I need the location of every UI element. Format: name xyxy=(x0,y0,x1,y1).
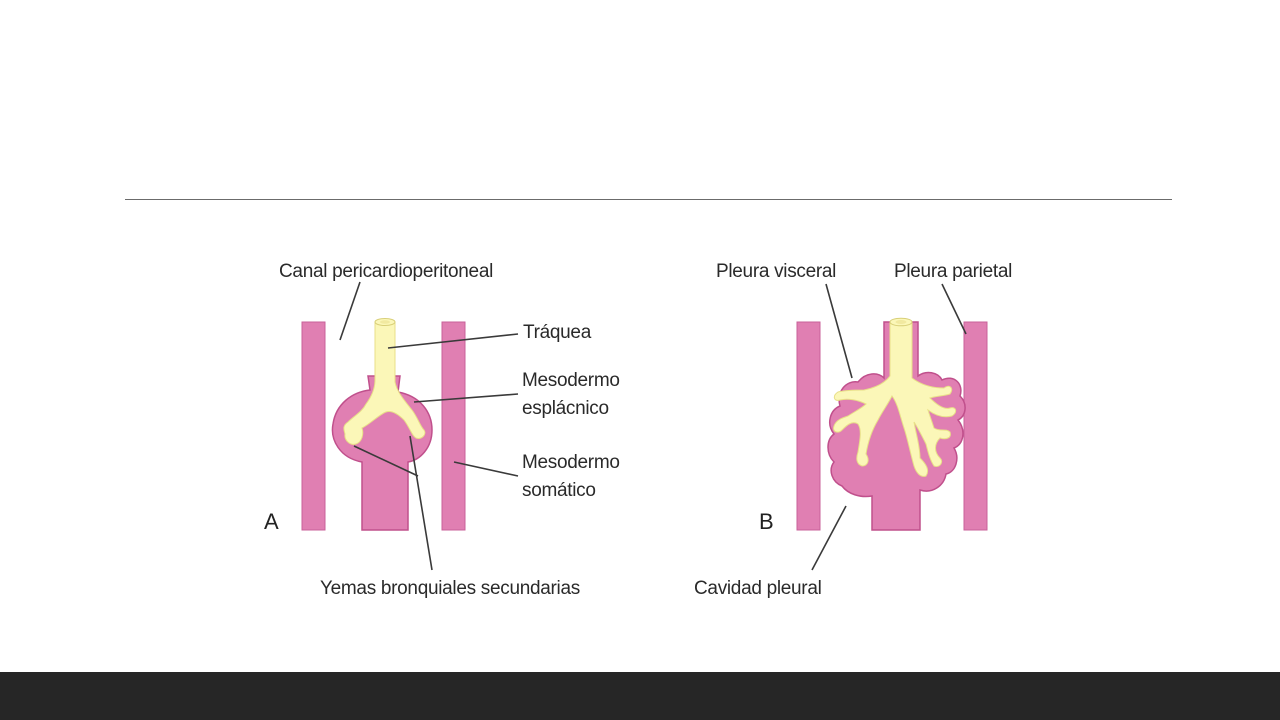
leader-pleura-parietal xyxy=(941,283,967,335)
leader-mesodermo-somatico xyxy=(453,461,519,477)
leader-mesodermo-esplacnico xyxy=(413,393,519,403)
panel-a-right-wall xyxy=(441,321,466,531)
label-cavidad-pleural: Cavidad pleural xyxy=(694,578,822,599)
label-pleura-visceral: Pleura visceral xyxy=(716,261,836,282)
panel-a: Canal pericardioperitoneal Tráquea Mesod… xyxy=(264,261,620,599)
panel-b: Pleura visceral Pleura parietal Cavidad … xyxy=(694,261,1012,599)
leader-yemas-1 xyxy=(409,435,433,571)
panel-b-lung-visceral-pleura xyxy=(827,321,966,531)
panel-a-left-wall xyxy=(301,321,326,531)
label-mesodermo-esplacnico-line2: esplácnico xyxy=(522,398,609,419)
panel-b-bronchial-tree xyxy=(833,321,957,477)
panel-b-left-wall xyxy=(796,321,821,531)
leader-canal xyxy=(339,281,361,341)
leader-yemas-2 xyxy=(353,445,419,477)
label-mesodermo-somatico-line1: Mesodermo xyxy=(522,452,620,473)
title-divider-line xyxy=(125,199,1172,200)
label-traquea: Tráquea xyxy=(523,322,592,343)
footer-bar xyxy=(0,672,1280,720)
label-mesodermo-somatico-line2: somático xyxy=(522,480,596,501)
panel-a-letter: A xyxy=(264,509,279,534)
panel-b-right-wall xyxy=(963,321,988,531)
label-mesodermo-esplacnico-line1: Mesodermo xyxy=(522,370,620,391)
label-pleura-parietal: Pleura parietal xyxy=(894,261,1012,282)
leader-traquea xyxy=(387,333,519,349)
label-yemas-bronquiales: Yemas bronquiales secundarias xyxy=(320,578,580,599)
leader-pleura-visceral xyxy=(825,283,853,379)
lung-development-diagram: Canal pericardioperitoneal Tráquea Mesod… xyxy=(264,261,1012,599)
panel-b-letter: B xyxy=(759,509,774,534)
panel-a-trachea xyxy=(343,321,426,445)
leader-cavidad-pleural xyxy=(811,505,847,571)
label-canal-pericardioperitoneal: Canal pericardioperitoneal xyxy=(279,261,493,282)
